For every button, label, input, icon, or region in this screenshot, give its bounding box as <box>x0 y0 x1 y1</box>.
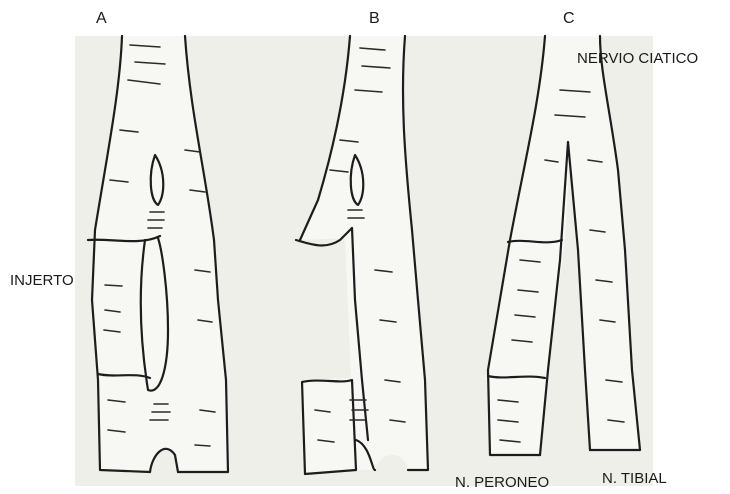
nerve-a <box>88 36 228 472</box>
panel-label-a: A <box>96 10 107 28</box>
tibial-nerve-label: N. TIBIAL <box>602 470 667 487</box>
peroneal-nerve-label: N. PERONEO <box>455 474 549 491</box>
nerve-c-suture-bottom <box>488 376 545 378</box>
sciatic-nerve-label: NERVIO CIATICO <box>577 50 698 67</box>
panel-label-b: B <box>369 10 380 28</box>
graft-label: INJERTO <box>10 272 74 289</box>
panel-label-c: C <box>563 10 575 28</box>
nerve-b <box>296 36 428 474</box>
nerve-c <box>488 36 640 455</box>
